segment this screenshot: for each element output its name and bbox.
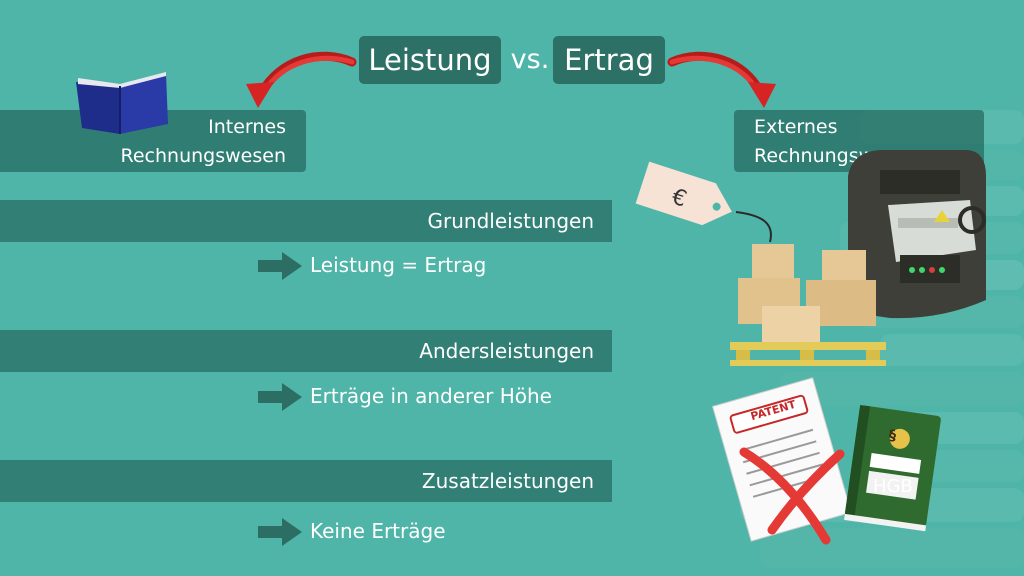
title-leistung-box: Leistung (359, 36, 501, 84)
internal-line2: Rechnungswesen (120, 145, 286, 167)
title-ertrag: Ertrag (564, 43, 654, 77)
heading-andersleistungen: Andersleistungen (419, 339, 594, 363)
band-andersleistungen: Andersleistungen (0, 330, 612, 372)
heading-grundleistungen: Grundleistungen (427, 209, 594, 233)
arrow-right-icon (258, 252, 302, 280)
arrow-right-icon (258, 383, 302, 411)
band-zusatzleistungen: Zusatzleistungen (0, 460, 612, 502)
title-vs: vs. (510, 44, 550, 75)
arrow-right-icon (258, 518, 302, 546)
title-ertrag-box: Ertrag (553, 36, 665, 84)
result-andersleistungen: Erträge in anderer Höhe (310, 384, 552, 408)
open-book-icon (76, 72, 168, 134)
paragraph-symbol: § (889, 428, 896, 444)
result-grundleistungen: Leistung = Ertrag (310, 253, 487, 277)
title-leistung: Leistung (368, 43, 492, 77)
external-line1: Externes (754, 116, 838, 138)
law-book-label: HGB (873, 476, 913, 497)
band-grundleistungen: Grundleistungen (0, 200, 612, 242)
result-zusatzleistungen: Keine Erträge (310, 519, 446, 543)
internal-line1: Internes (208, 116, 286, 138)
heading-zusatzleistungen: Zusatzleistungen (421, 469, 594, 493)
